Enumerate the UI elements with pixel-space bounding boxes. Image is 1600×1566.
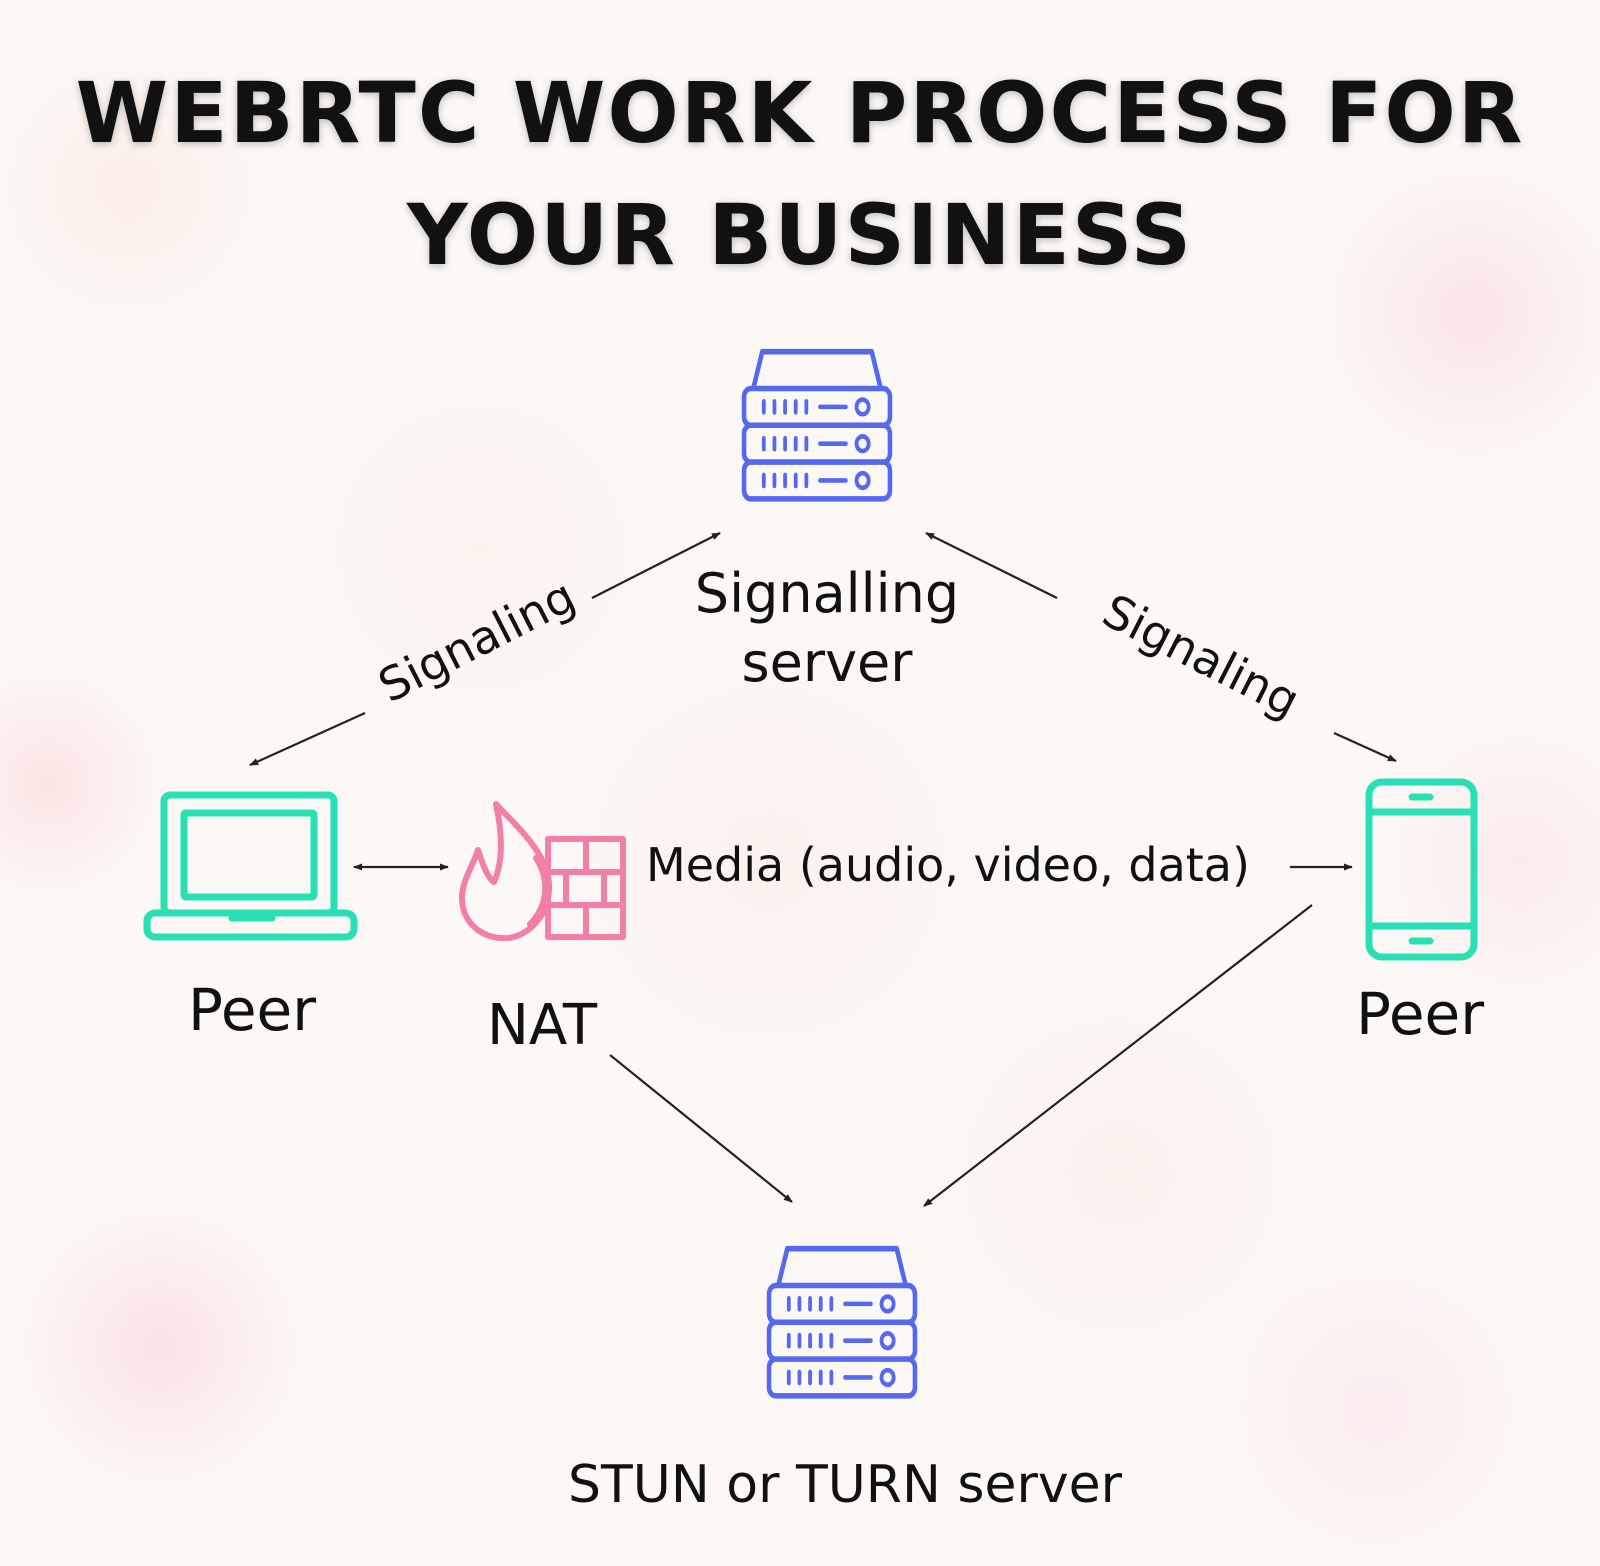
signaling-right-arrow-to-peer	[1333, 731, 1397, 763]
signalling-server-label-line-2: server	[742, 631, 914, 694]
nat-to-stun-arrow	[609, 1054, 793, 1203]
signaling-right-arrow-to-server	[925, 532, 1058, 599]
peer-to-stun-arrow	[923, 904, 1313, 1207]
nat-label: NAT	[487, 993, 598, 1058]
peer-left-label: Peer	[188, 976, 316, 1044]
page-title: WEBRTC WORK PROCESS FOR YOUR BUSINESS	[0, 52, 1600, 296]
edges	[249, 532, 1397, 1207]
title-line-2: YOUR BUSINESS	[406, 186, 1194, 284]
signaling-left-arrow-to-peer	[249, 711, 366, 767]
peer-right-label: Peer	[1356, 980, 1484, 1048]
signaling-left-label: Signaling	[370, 568, 584, 713]
peer-right-node: Peer	[1356, 778, 1484, 1048]
peer-left-node: Peer	[143, 791, 358, 1044]
nat-node: NAT	[459, 801, 626, 1058]
laptop-icon	[143, 791, 358, 941]
signalling-server-node: Signalling server	[695, 352, 959, 694]
signaling-left-arrow-to-server	[591, 532, 721, 599]
title-line-1: WEBRTC WORK PROCESS FOR	[75, 64, 1525, 162]
stun-turn-server-label: STUN or TURN server	[568, 1455, 1123, 1515]
server-icon	[769, 1249, 915, 1396]
server-icon	[744, 352, 890, 499]
firewall-icon	[459, 801, 626, 942]
stun-turn-server-node: STUN or TURN server	[568, 1249, 1123, 1515]
signaling-right-label: Signaling	[1094, 583, 1308, 728]
signalling-server-label-line-1: Signalling	[695, 562, 959, 625]
smartphone-icon	[1365, 778, 1478, 961]
media-label: Media (audio, video, data)	[646, 838, 1250, 892]
